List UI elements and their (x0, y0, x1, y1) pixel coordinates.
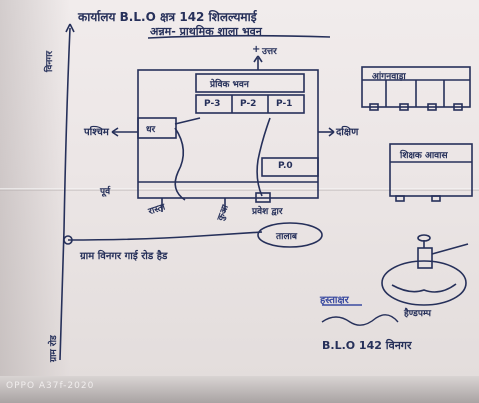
room-p1: P-1 (276, 99, 293, 109)
room-p3: P-3 (204, 99, 221, 109)
signature-blo: B.L.O 142 विनगर (322, 339, 412, 352)
east-label: पूर्व (100, 187, 111, 197)
anganwadi-label: आंगनवाड़ा (372, 72, 406, 82)
photo-bottom-edge (0, 376, 479, 403)
road-line (67, 231, 263, 241)
left-road-line (59, 27, 71, 361)
west-label: पश्चिम (84, 127, 109, 138)
teacher-house-label: शिक्षक आवास (400, 151, 448, 161)
signature-title: हस्ताक्षर (320, 295, 349, 306)
handpump-body (417, 247, 433, 269)
road-label: ग्राम विनगर गाई रोड हैड (80, 251, 168, 262)
p0-room-box (261, 157, 319, 177)
handpump-label: हैण्डपम्प (404, 309, 431, 319)
school-building-box (195, 73, 305, 93)
path-link (174, 117, 201, 125)
rooms-block (195, 94, 305, 114)
camera-watermark: OPPO A37f-2020 (6, 381, 95, 391)
entrance-box (255, 192, 271, 203)
header-line-2: अन्नम- प्राथमिक शाला भवन (150, 25, 262, 38)
well-label: तालाब (276, 232, 298, 242)
road-start-dot (63, 235, 73, 245)
entrance-label: प्रवेश द्वार (252, 207, 283, 217)
p0-room-label: P.0 (278, 161, 293, 171)
school-building-label: प्रेविक भवन (210, 80, 249, 90)
header-line-1: कार्यालय B.L.O क्षत्र 142 शिलल्यमाई (78, 10, 257, 24)
paper-shadow (0, 0, 70, 403)
left-room-label: धर (146, 125, 156, 135)
south-label: दक्षिण (336, 127, 359, 138)
room-p2: P-2 (240, 99, 257, 109)
pond-shape (257, 222, 323, 248)
handpump-base (381, 260, 467, 306)
path-line-1 (174, 127, 186, 201)
left-room-box (137, 117, 177, 139)
teacher-house-box (389, 143, 473, 197)
header-underline (147, 34, 331, 39)
path-line-2 (256, 117, 271, 197)
top-marker: + (252, 44, 261, 55)
north-label: उत्तर (262, 47, 277, 57)
paper-fold (0, 188, 479, 191)
